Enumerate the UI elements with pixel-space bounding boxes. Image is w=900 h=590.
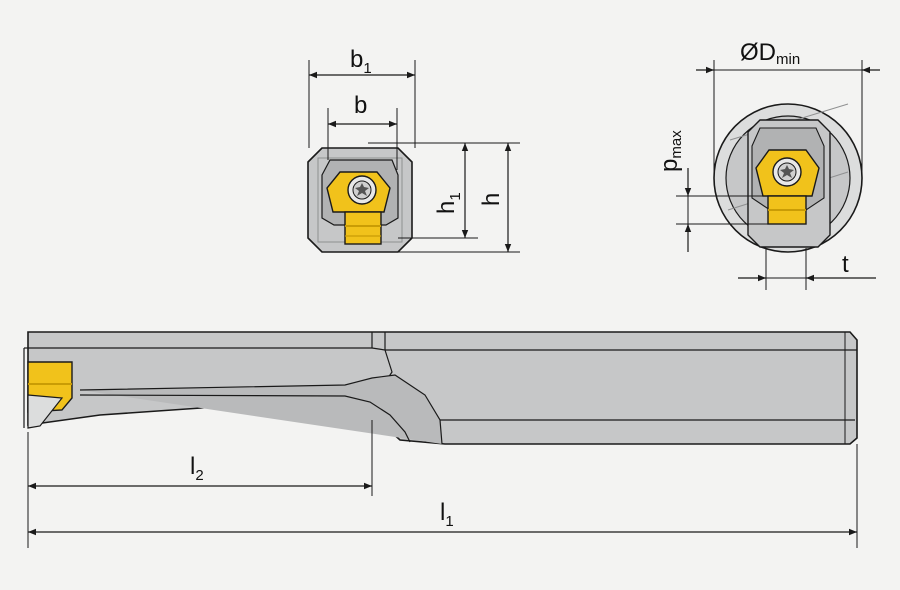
label-b: b — [354, 92, 367, 119]
front-view-bore — [713, 103, 863, 253]
dimension-h: h — [398, 142, 520, 253]
label-l1-sub: 1 — [445, 513, 453, 530]
svg-text:l2: l2 — [190, 453, 204, 484]
label-pmax-sub: max — [668, 130, 685, 159]
svg-text:h1: h1 — [433, 192, 464, 214]
dimension-dmin: ØDmin — [696, 39, 880, 178]
dimension-l2: l2 — [27, 420, 373, 548]
label-pmax-main: p — [656, 159, 683, 172]
dimension-b1: b1 — [308, 46, 416, 148]
dimension-b: b — [327, 92, 398, 170]
label-h1-sub: 1 — [447, 192, 464, 200]
label-l1-main: l — [440, 499, 445, 526]
dimension-pmax: pmax — [656, 130, 770, 252]
torx-screw-icon — [772, 157, 802, 187]
label-b1-sub: 1 — [363, 60, 371, 77]
label-l2-sub: 2 — [195, 467, 203, 484]
svg-text:pmax: pmax — [656, 130, 685, 172]
svg-text:l1: l1 — [440, 499, 454, 530]
label-t: t — [842, 251, 849, 278]
front-view-square-shank — [307, 147, 413, 253]
bar-shank — [27, 331, 858, 445]
side-view-boring-bar — [23, 331, 858, 445]
dimension-l1: l1 — [28, 444, 858, 548]
label-h1-main: h — [433, 201, 460, 214]
dimension-t: t — [738, 248, 876, 290]
label-b1-main: b — [350, 46, 363, 73]
label-l2-main: l — [190, 453, 195, 480]
label-h: h — [478, 193, 505, 206]
svg-text:b1: b1 — [350, 46, 372, 77]
torx-screw-icon — [347, 175, 377, 205]
svg-text:ØDmin: ØDmin — [740, 39, 800, 68]
label-dmin-main: ØD — [740, 39, 776, 66]
label-dmin-sub: min — [776, 51, 800, 68]
